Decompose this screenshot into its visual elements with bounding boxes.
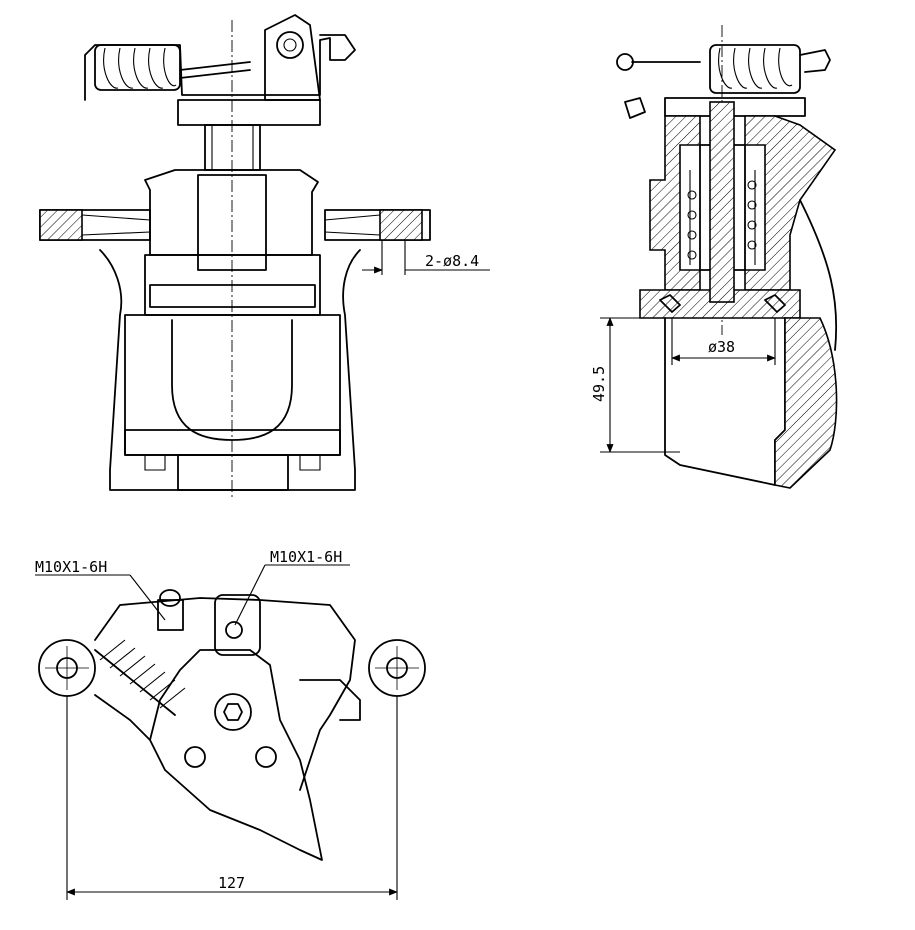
mount-spacing-label: 127 bbox=[218, 874, 245, 892]
inlet-thread-callout: M10X1-6H bbox=[234, 548, 350, 626]
inlet-thread-label: M10X1-6H bbox=[270, 548, 342, 566]
piston-diameter-label: ø38 bbox=[708, 338, 735, 356]
height-label: 49.5 bbox=[590, 366, 608, 402]
spacing-dimension: 127 bbox=[66, 696, 398, 900]
hole-dimension: 2-ø8.4 bbox=[362, 240, 490, 275]
section-view: ø38 49.5 bbox=[590, 25, 838, 489]
bore-dimension: ø38 bbox=[671, 318, 776, 365]
hole-spec-label: 2-ø8.4 bbox=[425, 252, 479, 270]
lever-spring bbox=[94, 639, 186, 716]
bottom-view: M10X1-6H M10X1-6H bbox=[35, 548, 426, 900]
spring-coil bbox=[94, 44, 181, 91]
bleeder-thread-label: M10X1-6H bbox=[35, 558, 107, 576]
bleeder-thread-callout: M10X1-6H bbox=[35, 558, 166, 621]
front-view: 2-ø8.4 bbox=[39, 14, 490, 500]
internal-spring bbox=[687, 180, 757, 260]
height-dimension: 49.5 bbox=[590, 317, 680, 453]
